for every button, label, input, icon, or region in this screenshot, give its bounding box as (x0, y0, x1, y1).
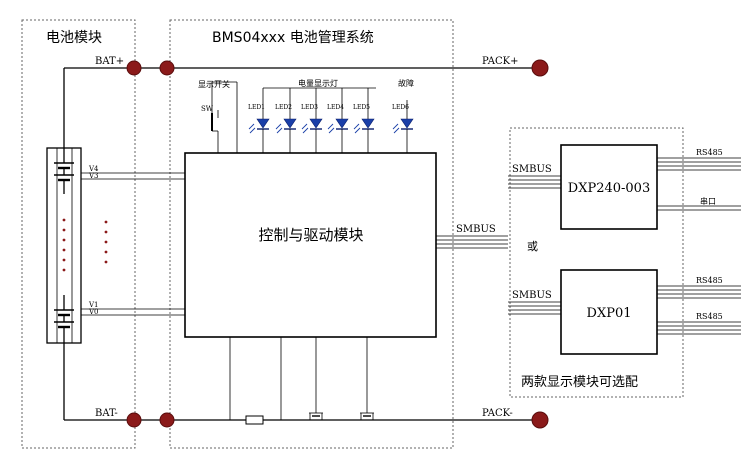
led-label-3: LED3 (301, 104, 318, 111)
tap-label-v4: V4 (88, 165, 99, 173)
module2-bus-label: SMBUS (512, 290, 552, 301)
module2-name: DXP01 (587, 306, 632, 321)
led-label-1: LED1 (248, 104, 265, 111)
controller-box (184, 152, 437, 338)
shunt-resistor (245, 415, 264, 425)
battery-pack (46, 147, 108, 344)
display-module-title: 两款显示模块可选配 (521, 375, 638, 390)
led-6 (392, 100, 414, 153)
pack-plus-label: PACK+ (482, 56, 519, 67)
led-4 (327, 88, 349, 153)
fault-label: 故障 (398, 78, 414, 88)
pack-minus-node (531, 411, 549, 429)
bat-plus-node (126, 60, 142, 76)
battery-module-frame (21, 19, 136, 449)
led-1 (248, 88, 270, 153)
bms-plus-node (159, 60, 175, 76)
controller-bottom-drops (229, 337, 368, 420)
led-2 (275, 88, 297, 153)
module2-output2: RS485 (696, 312, 723, 321)
bat-minus-node (126, 412, 142, 428)
led-label-2: LED2 (275, 104, 292, 111)
mosfet-1 (309, 412, 323, 420)
switch-label: SW (201, 105, 214, 113)
module2-box (560, 269, 658, 355)
led-3 (301, 88, 323, 153)
pack-plus-node (531, 59, 549, 77)
or-label: 或 (527, 240, 538, 253)
led-label-4: LED4 (327, 104, 344, 111)
led-group-label: 电量显示灯 (298, 78, 338, 88)
bms-frame (169, 19, 454, 449)
module1-box (560, 144, 658, 230)
display-switch (211, 81, 238, 153)
module1-bus-label: SMBUS (512, 164, 552, 175)
bat-minus-label: BAT- (95, 408, 118, 419)
switch-group-label: 显示开关 (198, 79, 230, 89)
tap-label-v0: V0 (88, 308, 99, 316)
module2-output1: RS485 (696, 276, 723, 285)
led-label-5: LED5 (353, 104, 370, 111)
mosfet-2 (360, 412, 374, 420)
bat-plus-label: BAT+ (95, 56, 124, 67)
module1-output1: RS485 (696, 148, 723, 157)
tap-label-v1: V1 (88, 301, 99, 309)
bms-title: BMS04xxx 电池管理系统 (212, 30, 374, 46)
bms-minus-node (159, 412, 175, 428)
ctrl-bus-label: SMBUS (456, 224, 496, 235)
tap-label-v3: V3 (88, 172, 99, 180)
battery-module-title: 电池模块 (46, 30, 102, 46)
pack-minus-label: PACK- (482, 408, 513, 419)
led-label-6: LED6 (392, 104, 409, 111)
controller-label: 控制与驱动模块 (258, 226, 363, 244)
led-array (248, 87, 414, 153)
module1-name: DXP240-003 (568, 181, 650, 196)
led-5 (353, 88, 375, 153)
display-module-frame (509, 127, 684, 398)
module1-output2: 串口 (700, 197, 716, 206)
